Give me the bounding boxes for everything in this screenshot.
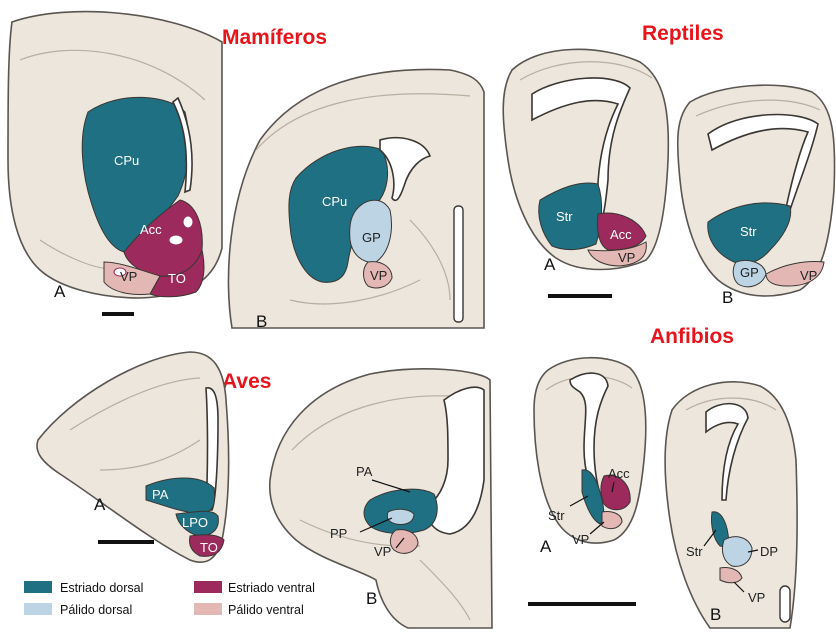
legend-label-ventral-pallidum: Pálido ventral	[228, 603, 304, 617]
bird-b-panel-letter: B	[366, 589, 377, 608]
mammal-a-label-cpu: CPu	[114, 153, 139, 168]
amphibian-b-panel-letter: B	[710, 605, 721, 624]
amphibian-a-scale-bar	[528, 602, 636, 606]
mammal-a-islet-3	[183, 216, 193, 228]
amphibian-section-a: Str Acc VP A	[528, 358, 646, 606]
legend-swatch-dorsal-striatum	[24, 581, 52, 593]
bird-a-scale-bar	[98, 540, 154, 544]
reptile-a-scale-bar	[548, 294, 612, 298]
reptile-section-b: Str GP VP B	[678, 85, 835, 307]
amphibian-a-label-vp: VP	[572, 532, 589, 547]
reptiles-group: Reptiles Str Acc VP A Str GP VP B	[503, 22, 834, 307]
bird-b-label-pp: PP	[330, 526, 347, 541]
legend-label-dorsal-pallidum: Pálido dorsal	[60, 603, 132, 617]
legend-item-dorsal-pallidum: Pálido dorsal	[24, 603, 132, 617]
legend-item-ventral-pallidum: Pálido ventral	[194, 603, 304, 617]
mammal-a-islet-2	[169, 235, 183, 245]
reptile-b-label-str: Str	[740, 224, 757, 239]
bird-a-label-pa: PA	[152, 487, 169, 502]
legend-label-ventral-striatum: Estriado ventral	[228, 581, 315, 595]
bird-section-a: PA LPO TO A	[37, 352, 229, 562]
amphibian-b-label-str: Str	[686, 544, 703, 559]
reptile-b-panel-letter: B	[722, 288, 733, 307]
mammal-a-label-to: TO	[168, 271, 186, 286]
mammal-a-label-vp: VP	[120, 269, 137, 284]
legend-swatch-dorsal-pallidum	[24, 603, 52, 615]
amphibians-group: Anfibios Str Acc VP A	[528, 325, 797, 628]
bird-a-label-to: TO	[200, 540, 218, 555]
amphibian-a-label-str: Str	[548, 508, 565, 523]
mammal-b-label-cpu: CPu	[322, 194, 347, 209]
reptile-b-label-gp: GP	[740, 265, 759, 280]
legend-swatch-ventral-pallidum	[194, 603, 222, 615]
bird-a-label-lpo: LPO	[182, 515, 208, 530]
legend-item-dorsal-striatum: Estriado dorsal	[24, 581, 143, 595]
amphibian-b-midline	[780, 586, 790, 622]
reptile-a-label-str: Str	[556, 209, 573, 224]
mammal-section-a: CPu Acc VP TO A	[8, 12, 222, 316]
mammal-b-panel-letter: B	[256, 312, 267, 331]
amphibian-b-dp-region	[722, 537, 752, 567]
bird-b-pp-region	[387, 509, 414, 524]
birds-title: Aves	[222, 370, 271, 393]
mammal-b-label-vp: VP	[370, 268, 387, 283]
reptile-section-a: Str Acc VP A	[503, 49, 668, 298]
amphibian-section-b: Str DP VP B	[665, 382, 797, 628]
legend-swatch-ventral-striatum	[194, 581, 222, 593]
reptile-a-label-vp: VP	[618, 250, 635, 265]
mammals-group: Mamíferos CPu Acc VP TO A	[8, 12, 484, 331]
amphibian-b-label-vp: VP	[748, 590, 765, 605]
mammal-a-scale-bar	[102, 312, 134, 316]
legend-label-dorsal-striatum: Estriado dorsal	[60, 581, 143, 595]
mammal-section-b: CPu GP VP B	[228, 69, 484, 331]
mammal-b-label-gp: GP	[362, 230, 381, 245]
mammal-b-midline	[454, 206, 463, 322]
legend: Estriado dorsal Estriado ventral Pálido …	[24, 581, 315, 617]
amphibian-a-label-acc: Acc	[608, 466, 630, 481]
amphibians-title: Anfibios	[650, 325, 734, 348]
amphibian-a-panel-letter: A	[540, 537, 552, 556]
mammal-a-panel-letter: A	[54, 282, 66, 301]
mammals-title: Mamíferos	[222, 26, 327, 49]
reptiles-title: Reptiles	[642, 22, 724, 45]
bird-a-panel-letter: A	[94, 495, 106, 514]
reptile-a-label-acc: Acc	[610, 227, 632, 242]
legend-item-ventral-striatum: Estriado ventral	[194, 581, 315, 595]
mammal-a-label-acc: Acc	[140, 222, 162, 237]
reptile-b-label-vp: VP	[800, 268, 817, 283]
bird-b-label-pa: PA	[356, 464, 373, 479]
amphibian-b-label-dp: DP	[760, 544, 778, 559]
reptile-a-panel-letter: A	[544, 255, 556, 274]
bird-b-label-vp: VP	[374, 544, 391, 559]
